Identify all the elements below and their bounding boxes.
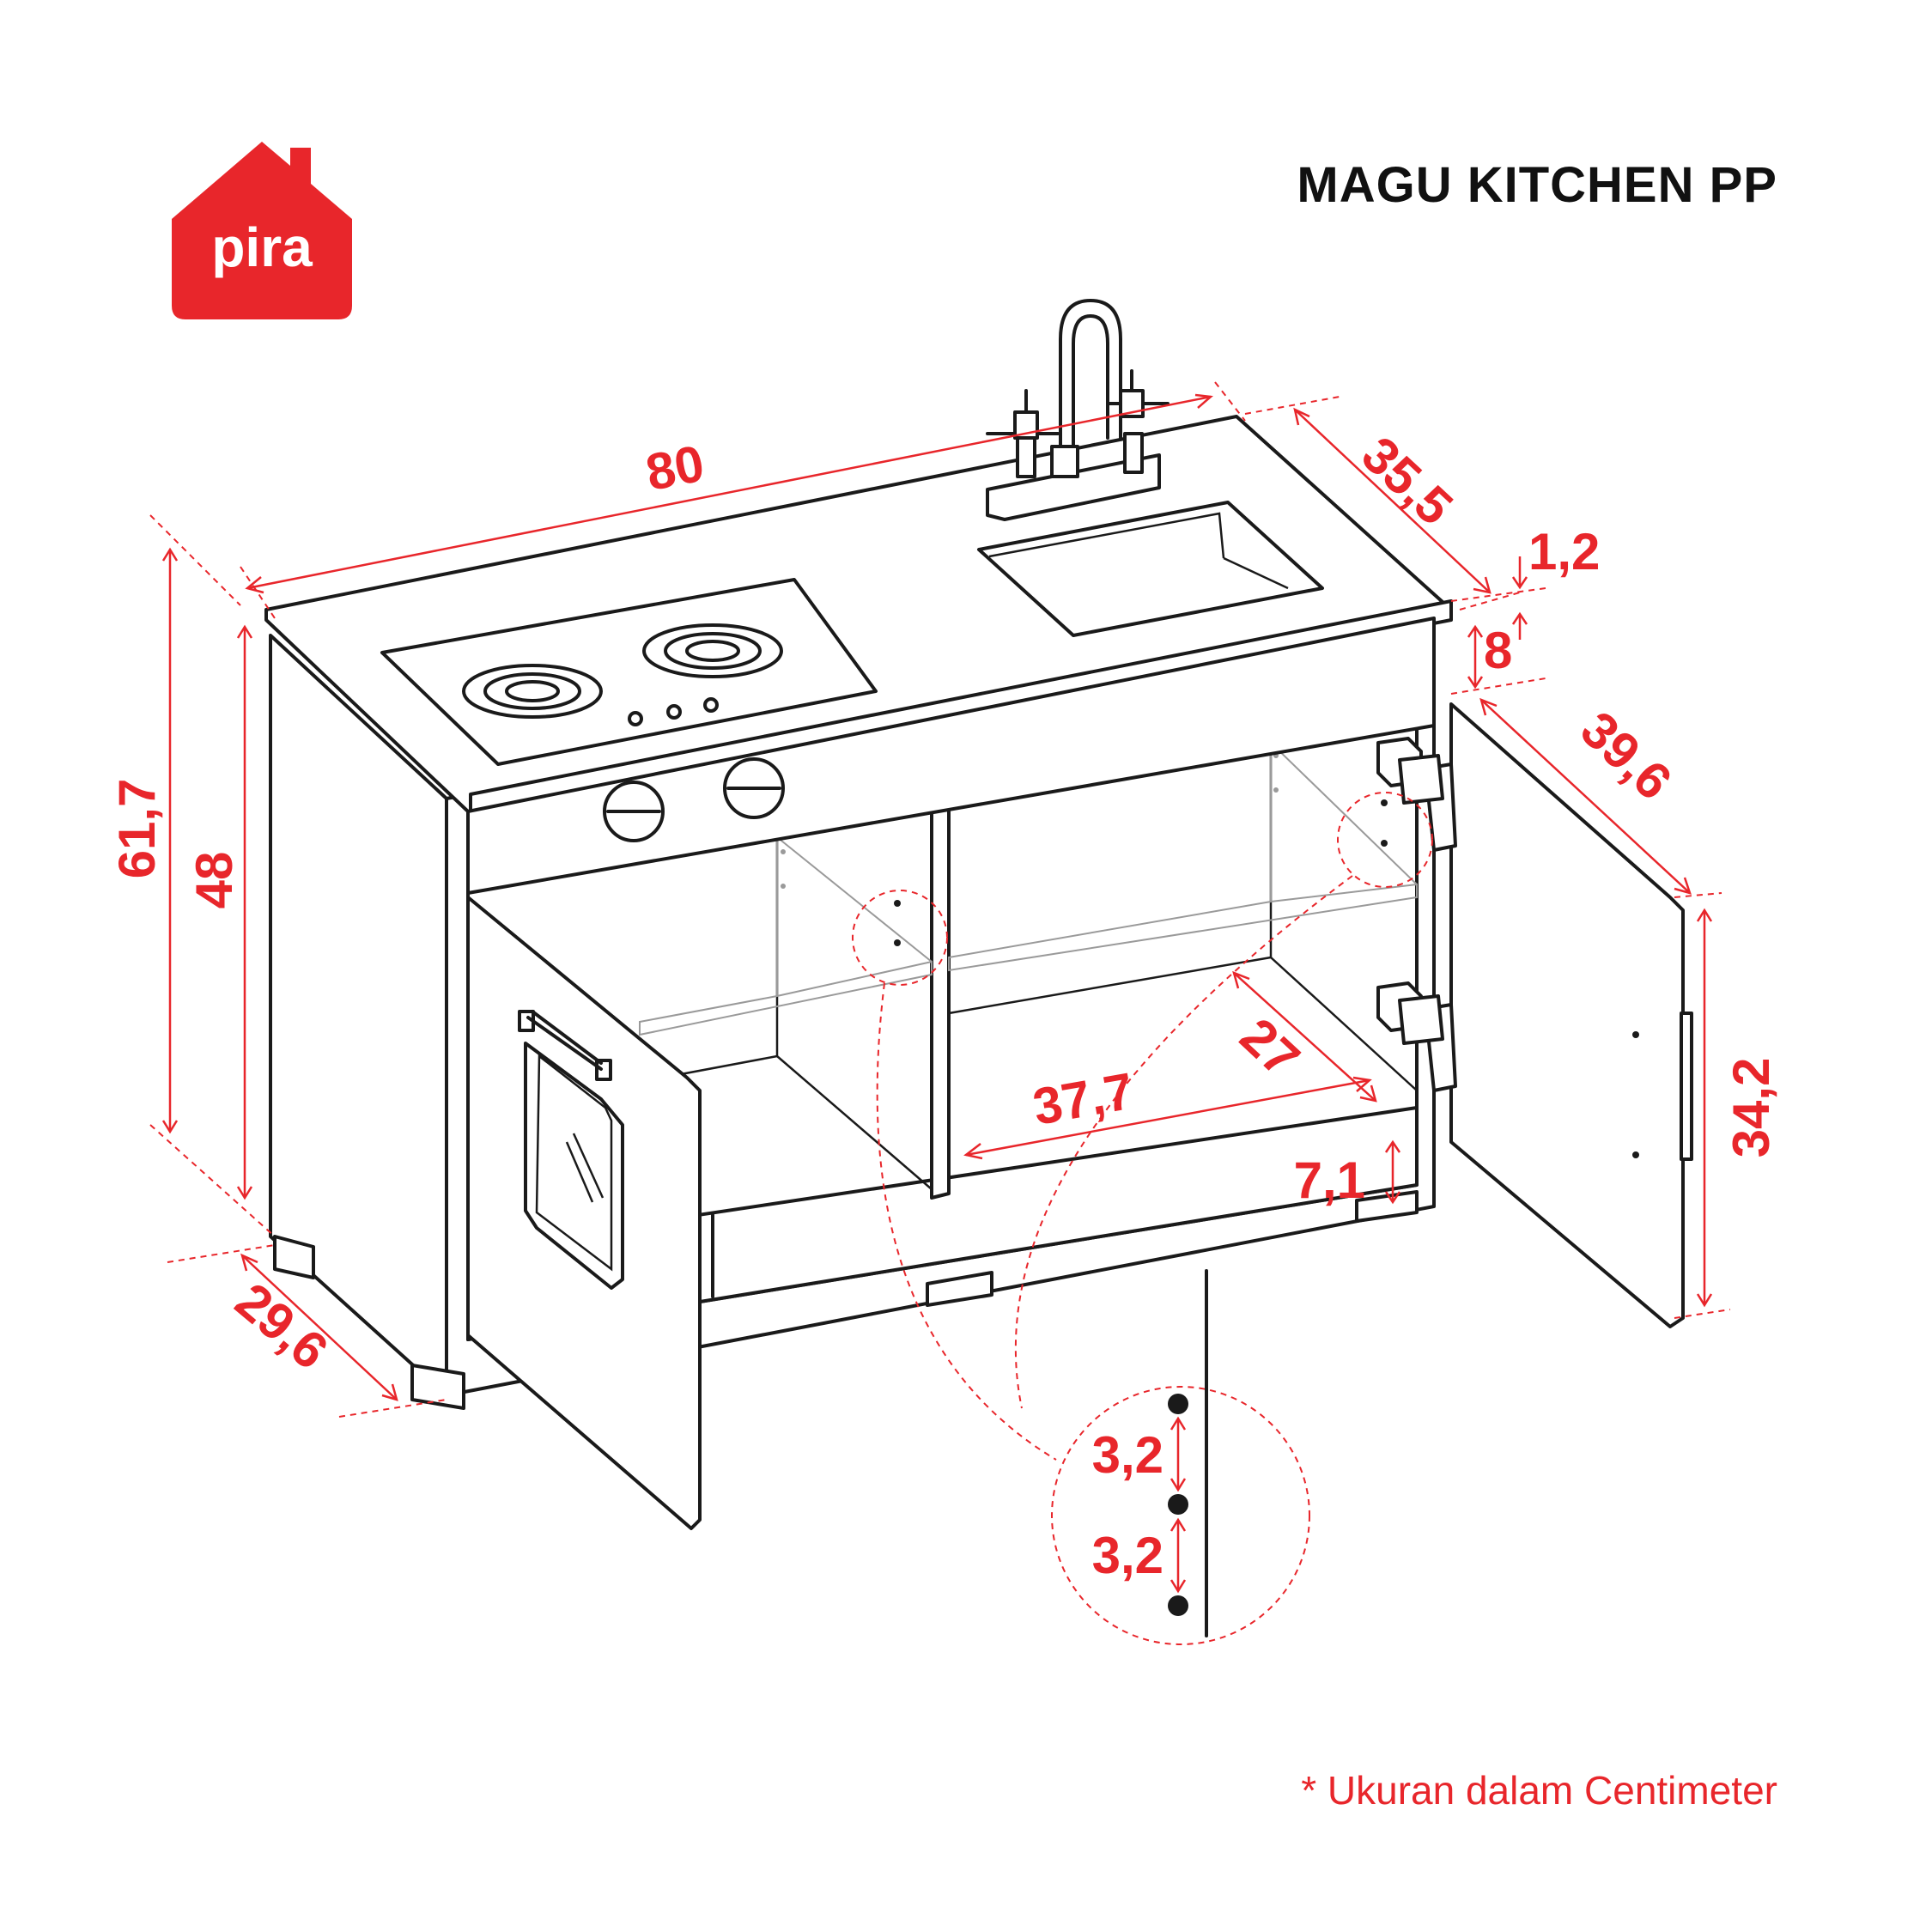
dim-body-height: 48 — [185, 852, 243, 909]
zoom-callouts — [852, 792, 1433, 1645]
dim-door-width-right: 34,2 — [1722, 1058, 1780, 1158]
dim-plinth-height: 7,1 — [1294, 1151, 1365, 1209]
burner-left — [462, 664, 603, 719]
dim-width: 80 — [641, 434, 708, 502]
hinge-bottom — [1376, 981, 1457, 1092]
faucet — [986, 299, 1170, 521]
logo-text: pira — [211, 216, 313, 278]
hole-dot-2 — [1168, 1494, 1188, 1515]
burner-right — [642, 623, 783, 678]
dimension-lines — [149, 381, 1731, 1418]
house-icon — [172, 142, 352, 319]
dim-hole-spacing-2: 3,2 — [1092, 1527, 1163, 1584]
product-title: MAGU KITCHEN PP — [1297, 157, 1777, 213]
dim-top-thickness: 1,2 — [1528, 523, 1600, 580]
hinge-top — [1376, 737, 1457, 852]
hole-dot-3 — [1168, 1595, 1188, 1616]
hole-dot-1 — [1168, 1394, 1188, 1414]
knob-right — [723, 757, 785, 819]
oven-door — [466, 896, 702, 1530]
dim-total-height: 61,7 — [108, 779, 166, 879]
knob-left — [603, 781, 665, 842]
dim-hole-spacing-1: 3,2 — [1092, 1426, 1163, 1484]
unit-footnote: * Ukuran dalam Centimeter — [1301, 1768, 1777, 1813]
counter-top — [264, 299, 1453, 895]
sink — [977, 501, 1324, 637]
dim-depth-top: 35,5 — [1351, 426, 1463, 537]
dim-side-depth: 29,6 — [225, 1272, 339, 1380]
dim-apron-height: 8 — [1484, 622, 1512, 679]
pira-logo: pira — [172, 142, 352, 319]
cabinet-door-right — [1449, 702, 1693, 1328]
dim-door-height-right: 39,6 — [1570, 701, 1682, 811]
